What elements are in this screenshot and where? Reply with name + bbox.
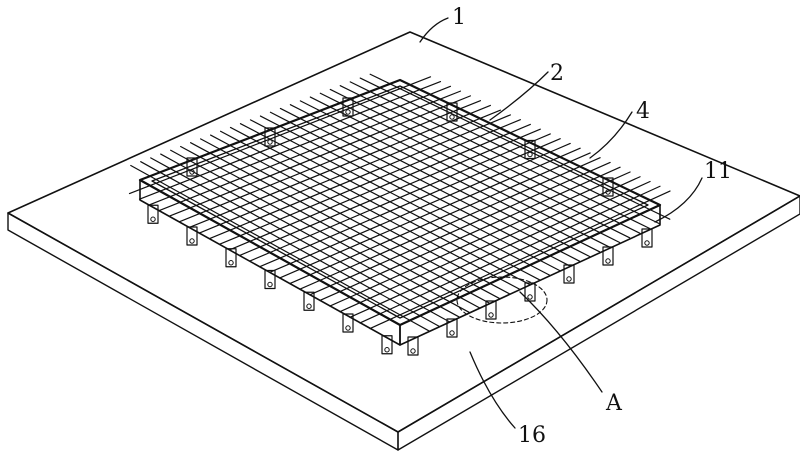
rebar-end	[580, 158, 600, 167]
rebar-end	[161, 154, 180, 165]
rebar-end	[550, 143, 570, 152]
rebar-end	[201, 139, 220, 149]
rebar-end	[320, 292, 340, 301]
rebar-end	[550, 256, 570, 266]
rebar-end	[440, 307, 459, 318]
rebar-end	[530, 265, 550, 275]
rebar-end	[300, 101, 320, 111]
rebar-end	[620, 223, 640, 233]
rebar-end	[320, 93, 340, 103]
rebar-end	[640, 214, 660, 224]
ref-label-1: 1	[452, 5, 466, 30]
rebar-end	[530, 134, 550, 143]
rebar-end	[260, 258, 280, 267]
rebar-end	[560, 251, 580, 261]
rebar-end	[480, 288, 499, 298]
rebar-end	[150, 197, 170, 205]
rebar-end	[190, 219, 210, 227]
rebar-end	[211, 135, 230, 145]
ref-label-16: 16	[518, 423, 546, 448]
ref-label-11: 11	[704, 159, 732, 184]
rebar-end	[500, 279, 519, 289]
rebar-end	[210, 230, 230, 238]
rebar-end	[500, 120, 520, 128]
rebar-end	[570, 247, 590, 257]
ref-label-4: 4	[636, 99, 650, 124]
rebar-end	[370, 319, 390, 328]
rebar-end	[200, 225, 220, 233]
rebar-end	[290, 275, 310, 284]
rebar-end	[290, 105, 310, 115]
rebar-end	[240, 247, 260, 256]
rebar-end	[590, 237, 610, 247]
rebar-end	[310, 97, 330, 107]
rebar-end	[300, 280, 320, 289]
rebar-end	[460, 297, 479, 307]
rebar-end	[160, 202, 180, 210]
rebar-end	[410, 320, 429, 331]
rebar-end	[600, 233, 620, 243]
rebar-end	[630, 182, 650, 191]
rebar-end	[430, 86, 450, 94]
rebar-end	[231, 127, 250, 137]
rebar-end	[430, 311, 449, 322]
rebar-end	[610, 228, 630, 238]
rebar-end	[540, 139, 560, 148]
rebar-end	[310, 286, 330, 295]
rebar-end	[470, 105, 490, 113]
rebar-end	[180, 213, 200, 221]
base-plate	[8, 32, 800, 450]
rebar-end	[131, 165, 150, 176]
rebar-end	[350, 82, 370, 92]
rebar-end	[570, 153, 590, 162]
rebar-end	[490, 115, 510, 123]
rebar-end	[580, 242, 600, 252]
ref-label-A: A	[605, 391, 623, 416]
rebar-end	[590, 162, 610, 171]
rebar-end	[280, 108, 300, 118]
rebar-end	[600, 167, 620, 176]
rebar-end	[490, 283, 509, 293]
rebar-end	[181, 146, 200, 156]
rebar-end	[330, 297, 350, 306]
rebar-end	[220, 236, 240, 244]
rebar-end	[650, 191, 670, 200]
rebar-end	[520, 129, 540, 138]
rebar-mesh-grid	[150, 84, 650, 321]
rebar-end	[280, 269, 300, 278]
rebar-end	[191, 143, 210, 153]
rebar-end	[250, 253, 270, 262]
rebar-end	[630, 219, 650, 229]
rebar-end	[260, 116, 280, 126]
mesh-bar	[390, 84, 650, 210]
rebar-end	[270, 112, 290, 122]
rebar-end	[340, 86, 360, 96]
rebar-end	[620, 177, 640, 186]
rebar-end	[510, 124, 530, 132]
rebar-end	[560, 148, 580, 157]
rebar-end	[360, 314, 380, 323]
rebar-end	[420, 82, 440, 90]
rebar-end	[640, 186, 660, 195]
rebar-end	[240, 124, 260, 134]
rebar-end	[370, 74, 390, 84]
rebar-end	[340, 303, 360, 312]
rebar-end	[410, 77, 431, 85]
rebar-end	[440, 91, 460, 99]
rebar-end	[540, 260, 560, 270]
rebar-end	[460, 101, 480, 109]
rebar-end	[170, 208, 190, 216]
rebar-end	[360, 78, 380, 88]
protruding-rebar-ends	[129, 74, 670, 331]
rebar-end	[141, 162, 160, 173]
rebar-end	[151, 158, 170, 169]
ref-label-2: 2	[550, 61, 564, 86]
rebar-end	[520, 270, 540, 280]
rebar-end	[420, 316, 439, 327]
rebar-end	[140, 191, 160, 199]
rebar-end	[221, 131, 240, 141]
